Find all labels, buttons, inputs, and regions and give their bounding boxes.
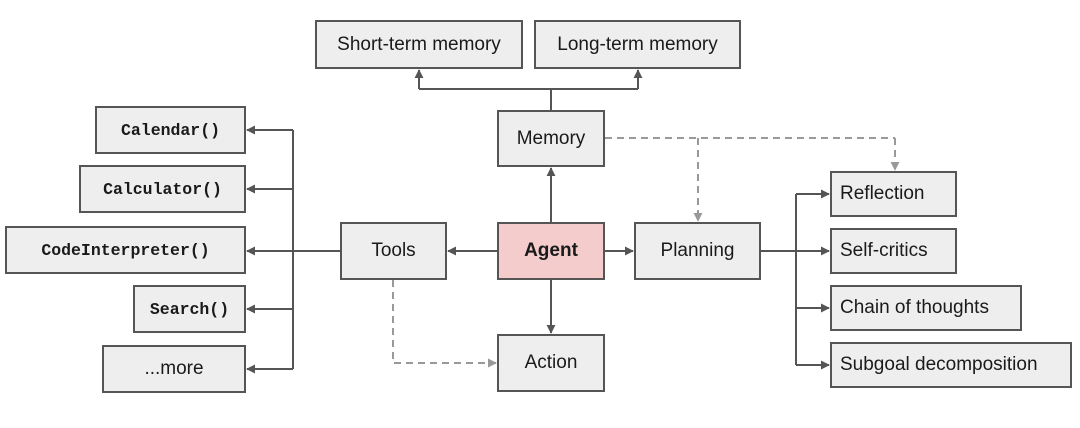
memory-node: Memory	[497, 110, 605, 167]
self-critics-node: Self-critics	[830, 228, 957, 274]
planning-to-techniques-edge	[761, 189, 830, 370]
calendar-tool-node: Calendar()	[95, 106, 246, 154]
tools-to-action-dashed-arrow	[392, 280, 497, 368]
tools-to-tool-list-edge	[246, 125, 341, 374]
code-interpreter-tool-node: CodeInterpreter()	[5, 226, 246, 274]
tools-node: Tools	[340, 222, 447, 280]
reflection-node: Reflection	[830, 171, 957, 217]
agent-node: Agent	[497, 222, 605, 280]
search-tool-node: Search()	[133, 285, 246, 333]
subgoal-decomposition-node: Subgoal decomposition	[830, 342, 1072, 388]
long-term-memory-node: Long-term memory	[534, 20, 741, 69]
calculator-tool-node: Calculator()	[79, 165, 246, 213]
short-term-memory-node: Short-term memory	[315, 20, 523, 69]
chain-of-thoughts-node: Chain of thoughts	[830, 285, 1022, 331]
memory-to-memory-types-edge	[414, 69, 643, 110]
memory-to-planning-dashed-edge	[605, 137, 900, 222]
planning-node: Planning	[634, 222, 761, 280]
action-node: Action	[497, 334, 605, 392]
more-tools-node: ...more	[102, 345, 246, 393]
